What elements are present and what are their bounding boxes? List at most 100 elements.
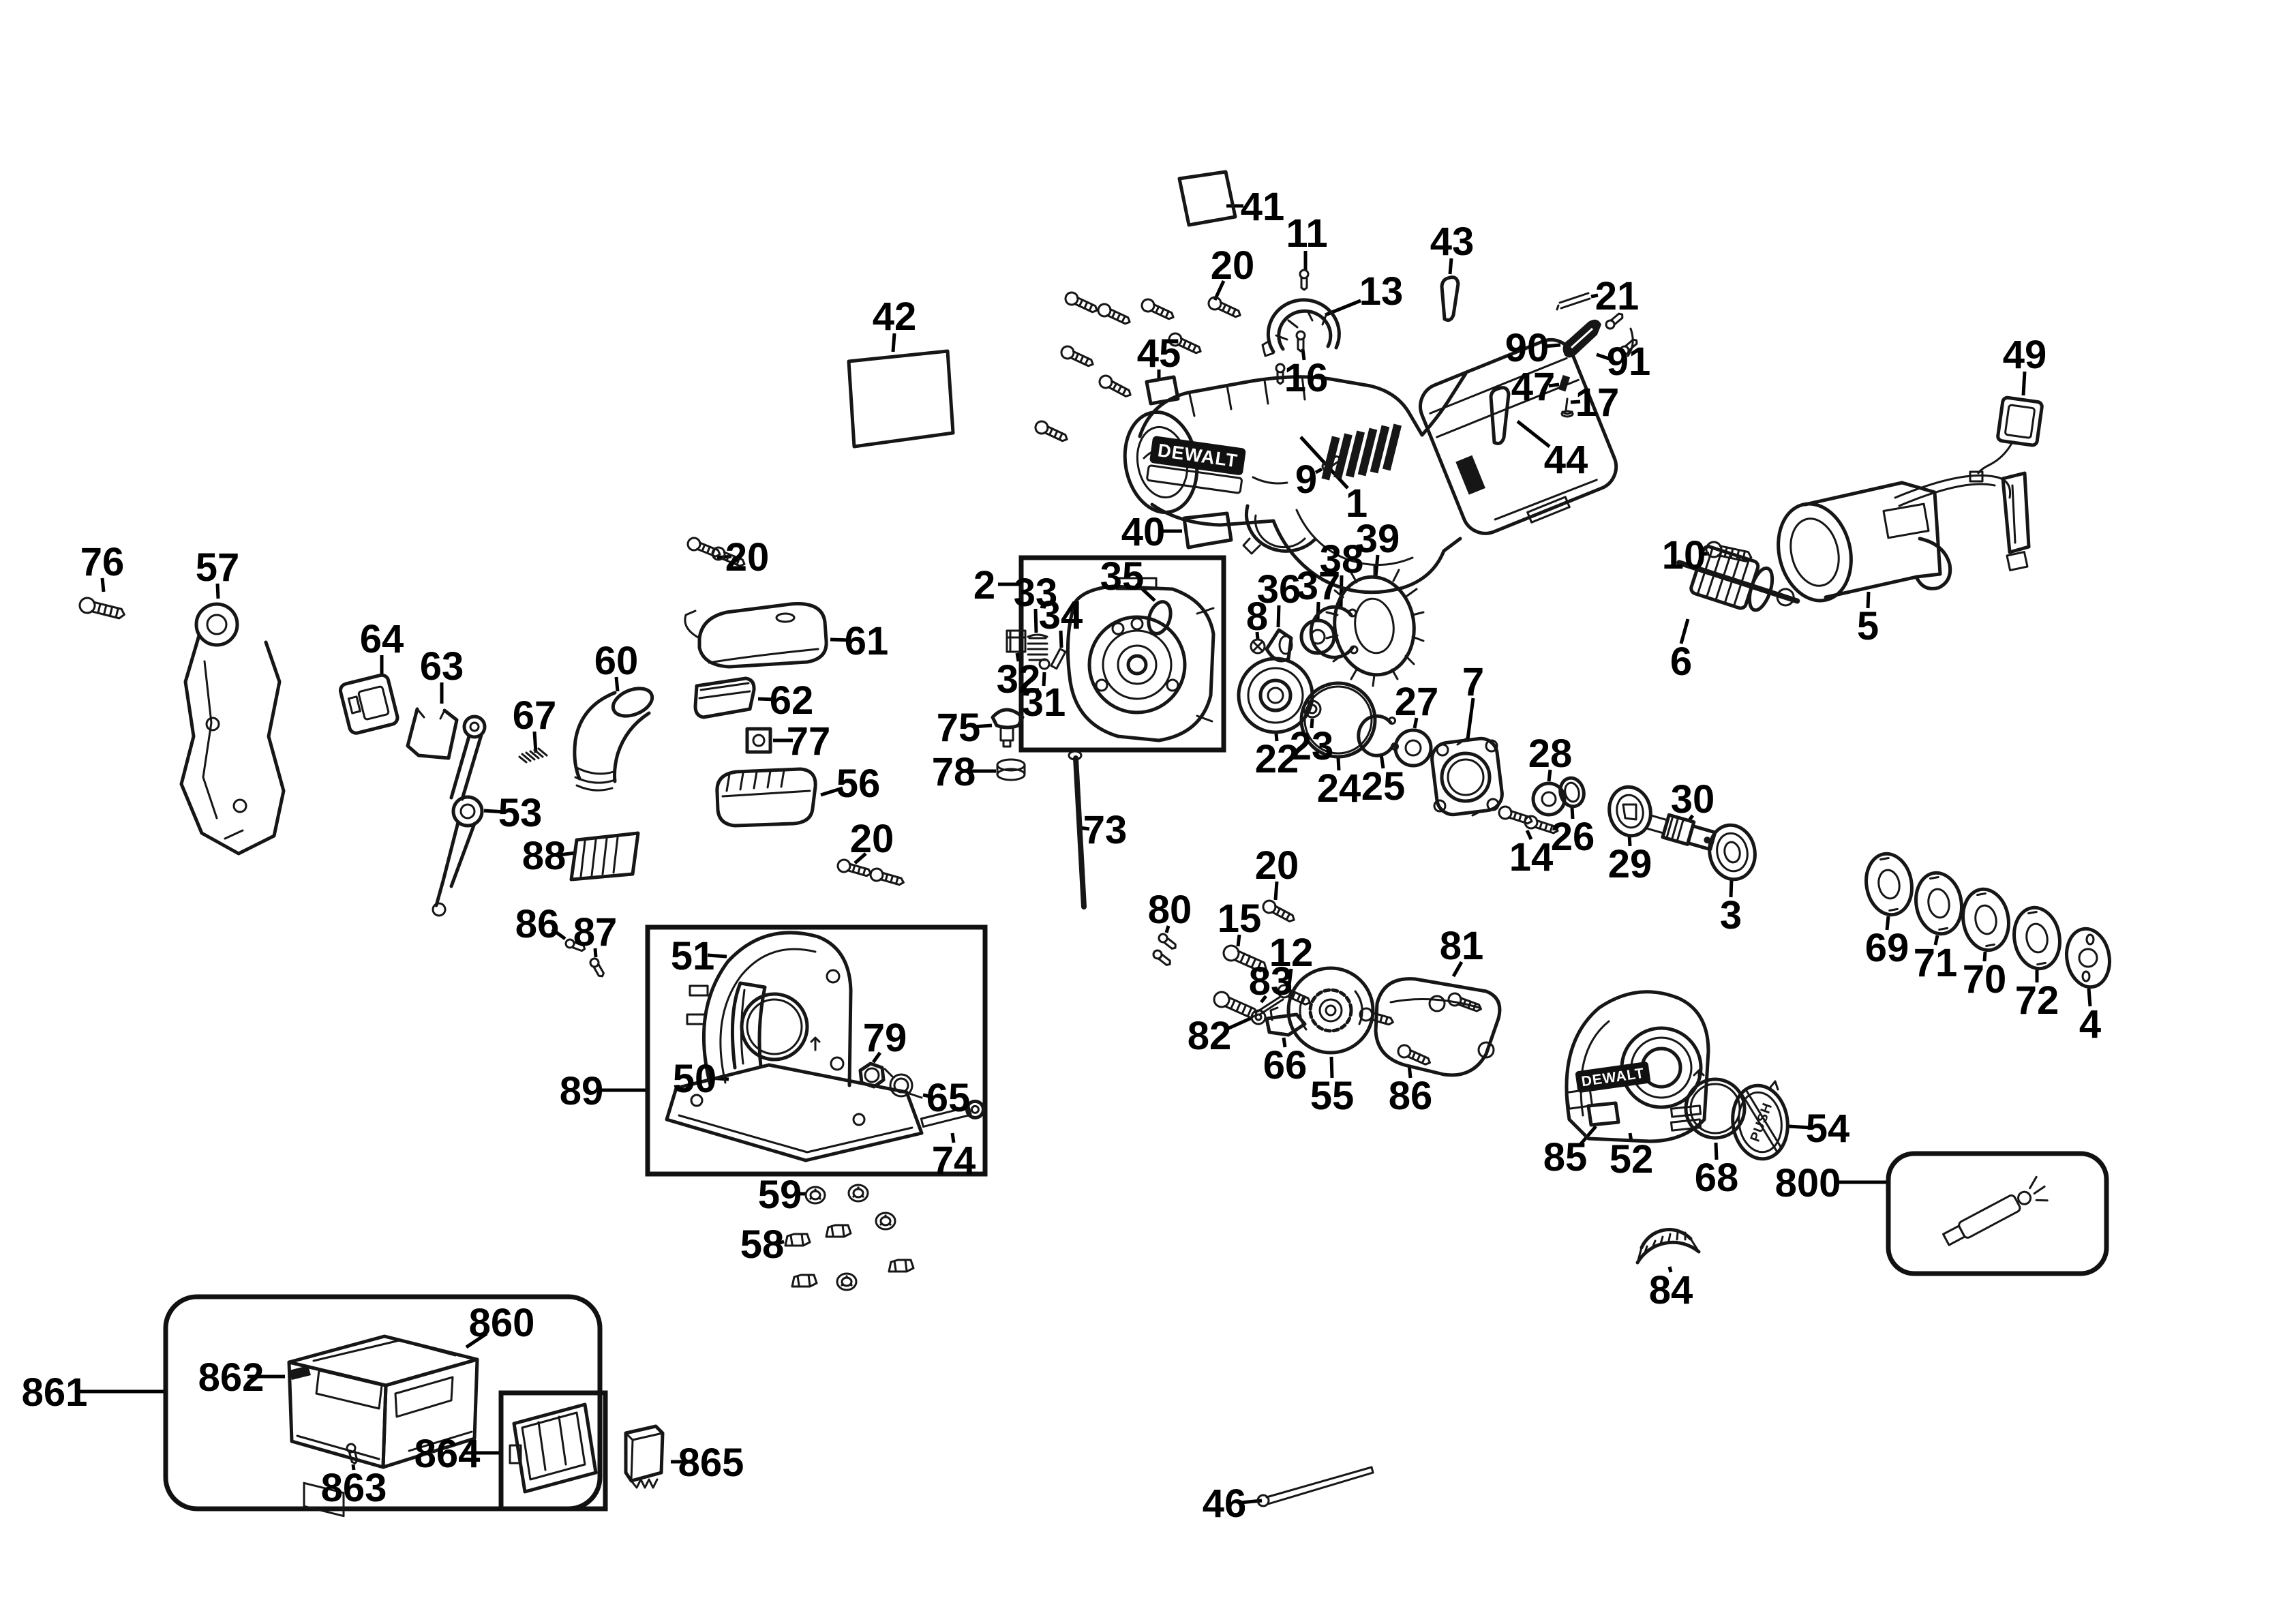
part-label-45-12: 45 bbox=[1137, 331, 1181, 376]
part-61-cover bbox=[684, 602, 828, 669]
part-81-guard bbox=[1357, 977, 1502, 1077]
leader-line-26-42 bbox=[1570, 807, 1575, 819]
leader-line-90-6 bbox=[1544, 343, 1561, 348]
leader-line-67-56 bbox=[532, 731, 538, 753]
part-label-3-46: 3 bbox=[1720, 893, 1742, 937]
part-25-cclip bbox=[1357, 714, 1399, 757]
part-44-blade bbox=[1489, 386, 1511, 445]
leader-line-83-80 bbox=[1260, 995, 1267, 1004]
part-label-76-52: 76 bbox=[80, 540, 125, 584]
part-label-71-48: 71 bbox=[1914, 941, 1958, 985]
part-label-50-70: 50 bbox=[673, 1057, 717, 1101]
part-57-bracket bbox=[179, 602, 286, 856]
part-29-bearing bbox=[1607, 785, 1652, 838]
leader-line-863-96 bbox=[351, 1464, 356, 1471]
part-label-40-17: 40 bbox=[1121, 510, 1166, 554]
leader-line-43-4 bbox=[1448, 258, 1453, 275]
part-label-47-8: 47 bbox=[1511, 365, 1556, 409]
part-label-69-47: 69 bbox=[1865, 926, 1909, 970]
part-label-33-22: 33 bbox=[1014, 571, 1058, 615]
leader-line-56-62 bbox=[820, 786, 843, 797]
part-39-ring-gear bbox=[1325, 565, 1425, 687]
part-42-label-sticker bbox=[847, 349, 955, 449]
part-label-70-49: 70 bbox=[1963, 957, 2007, 1002]
part-864-tray bbox=[509, 1402, 598, 1494]
part-4-keyed-washer bbox=[2065, 927, 2111, 989]
part-69-flange-washer bbox=[1862, 850, 1917, 918]
part-75-plug bbox=[991, 708, 1025, 748]
part-label-79-71: 79 bbox=[863, 1016, 907, 1060]
part-862-latch bbox=[289, 1366, 311, 1380]
leader-line-87-65 bbox=[593, 948, 598, 958]
part-label-74-73: 74 bbox=[932, 1139, 976, 1183]
part-82-washer bbox=[1250, 1009, 1267, 1025]
part-label-54-89: 54 bbox=[1806, 1107, 1850, 1151]
part-68-oring bbox=[1684, 1077, 1747, 1140]
part-label-25-38: 25 bbox=[1361, 764, 1406, 809]
leader-line-71-48 bbox=[1933, 935, 1939, 946]
part-label-58-75: 58 bbox=[740, 1222, 785, 1267]
part-label-10-18: 10 bbox=[1662, 533, 1706, 577]
part-49-module bbox=[1969, 395, 2044, 483]
leader-line-20-78 bbox=[1273, 881, 1279, 901]
part-label-57-53: 57 bbox=[196, 545, 240, 590]
part-label-30-45: 30 bbox=[1671, 777, 1715, 822]
part-label-37-32: 37 bbox=[1297, 564, 1341, 608]
part-8-washer bbox=[1250, 638, 1266, 655]
part-860-stack-case bbox=[287, 1334, 479, 1518]
leader-line-24-37 bbox=[1336, 757, 1341, 771]
part-34-pin bbox=[1050, 648, 1067, 670]
part-label-2-21: 2 bbox=[973, 563, 995, 607]
leader-line-21-5 bbox=[1590, 293, 1599, 299]
leader-line-74-73 bbox=[950, 1132, 956, 1143]
part-74-pin bbox=[920, 1099, 985, 1128]
part-label-84-91: 84 bbox=[1649, 1268, 1693, 1312]
part-33-spring bbox=[1027, 633, 1048, 661]
part-label-20-78: 20 bbox=[1255, 843, 1299, 888]
part-32-block bbox=[1006, 629, 1027, 653]
part-label-28-41: 28 bbox=[1528, 732, 1573, 776]
leader-line-9-15 bbox=[1314, 467, 1323, 475]
leader-line-54-89 bbox=[1788, 1124, 1811, 1130]
part-label-29-44: 29 bbox=[1608, 842, 1652, 886]
part-72-flange-washer bbox=[2010, 904, 2065, 972]
part-64-clip bbox=[338, 673, 399, 735]
part-label-34-23: 34 bbox=[1039, 593, 1083, 637]
leader-line-49-14 bbox=[2021, 371, 2027, 396]
part-label-90-6: 90 bbox=[1505, 326, 1550, 370]
part-label-21-5: 21 bbox=[1595, 274, 1640, 318]
part-label-65-72: 65 bbox=[926, 1076, 971, 1120]
part-label-46-92: 46 bbox=[1203, 1482, 1247, 1526]
part-54-cover: PUSH bbox=[1731, 1080, 1789, 1161]
part-label-73-29: 73 bbox=[1083, 808, 1128, 852]
part-label-800-90: 800 bbox=[1775, 1161, 1841, 1205]
part-60-elbow bbox=[573, 687, 654, 792]
part-label-14-43: 14 bbox=[1509, 835, 1554, 879]
part-label-32-25: 32 bbox=[997, 657, 1041, 702]
part-73-pin bbox=[1068, 750, 1087, 909]
part-label-63-55: 63 bbox=[420, 644, 464, 689]
part-label-88-63: 88 bbox=[522, 834, 567, 878]
part-865-cup bbox=[624, 1424, 665, 1489]
part-43-blade bbox=[1440, 275, 1460, 322]
part-62-cover bbox=[693, 676, 756, 719]
part-84-bevel-scale bbox=[1635, 1228, 1701, 1265]
part-63-clip bbox=[406, 707, 459, 760]
part-label-78-28: 78 bbox=[932, 750, 976, 794]
part-label-27-39: 27 bbox=[1395, 680, 1439, 724]
part-37-bearing bbox=[1299, 618, 1336, 655]
leader-line-4-51 bbox=[2087, 988, 2092, 1007]
part-label-36-31: 36 bbox=[1257, 567, 1301, 612]
part-1-motor-housing: DEWALT bbox=[1123, 338, 1618, 595]
part-24-oring bbox=[1299, 681, 1377, 759]
part-13-clamp-half bbox=[1261, 298, 1341, 385]
part-label-5-20: 5 bbox=[1857, 604, 1879, 648]
part-67-spring bbox=[518, 747, 548, 764]
part-800-kit-box bbox=[1886, 1151, 2109, 1276]
part-label-68-88: 68 bbox=[1695, 1156, 1739, 1200]
part-11-screw bbox=[1299, 269, 1310, 291]
part-label-60-58: 60 bbox=[594, 639, 639, 683]
part-label-91-7: 91 bbox=[1607, 340, 1651, 384]
